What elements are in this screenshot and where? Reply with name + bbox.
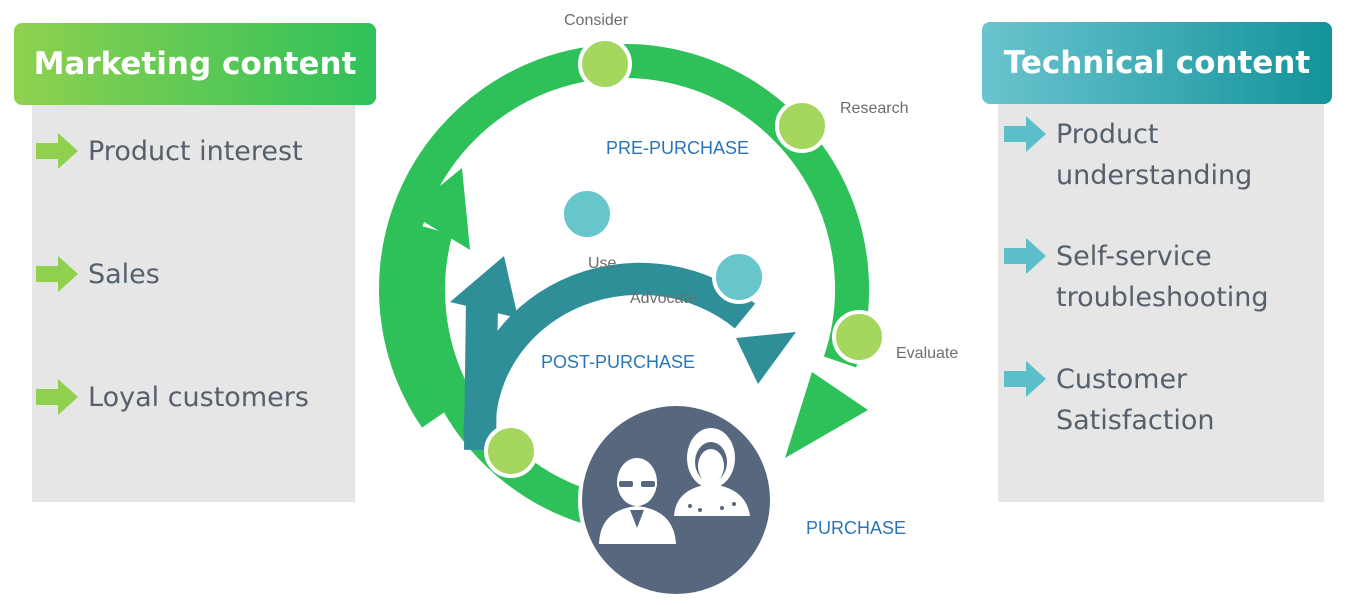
teal-arrow-icon — [1004, 361, 1046, 397]
evaluate-label: Evaluate — [896, 345, 958, 362]
post-purchase-arrowhead — [736, 332, 796, 384]
research-node — [775, 99, 829, 153]
technical-panel — [998, 104, 1324, 502]
evaluate-node — [832, 310, 886, 364]
green-arrow-icon — [36, 133, 78, 169]
post-purchase-label: POST-PURCHASE — [541, 352, 695, 372]
marketing-item-product-interest: Product interest — [36, 131, 303, 172]
post-purchase-left-segment — [464, 299, 498, 451]
green-arrow-icon — [36, 379, 78, 415]
technical-item-label: Product understanding — [1056, 119, 1253, 191]
technical-item-label: Customer Satisfaction — [1056, 364, 1215, 436]
technical-item-self-service: Self-service troubleshooting — [1004, 236, 1314, 318]
pre-purchase-arrowhead — [785, 372, 868, 458]
marketing-item-loyal-customers: Loyal customers — [36, 377, 309, 418]
consider-node — [578, 37, 632, 91]
loop-back-arrowhead — [408, 168, 470, 250]
loop-back-arc — [411, 225, 596, 525]
marketing-item-label: Sales — [88, 259, 160, 290]
consider-label: Consider — [564, 12, 629, 29]
marketing-item-sales: Sales — [36, 254, 160, 295]
marketing-panel — [32, 104, 355, 502]
green-arrow-icon — [36, 256, 78, 292]
use-node — [560, 187, 614, 241]
marketing-item-label: Loyal customers — [88, 382, 309, 413]
marketing-item-label: Product interest — [88, 136, 303, 167]
teal-arrow-icon — [1004, 238, 1046, 274]
advocate-label: Advocate — [630, 290, 697, 307]
customers-icon — [599, 428, 750, 544]
advocate-node — [712, 250, 766, 304]
technical-item-product-understanding: Product understanding — [1004, 114, 1314, 196]
pre-purchase-label: PRE-PURCHASE — [606, 138, 749, 158]
use-label: Use — [588, 255, 617, 272]
technical-content-header: Technical content — [982, 22, 1332, 104]
technical-item-customer-satisfaction: Customer Satisfaction — [1004, 359, 1314, 441]
technical-item-label: Self-service troubleshooting — [1056, 241, 1269, 313]
purchase-label: PURCHASE — [806, 518, 906, 538]
marketing-content-header: Marketing content — [14, 23, 376, 105]
purchase-entry-node — [484, 424, 538, 478]
research-label: Research — [840, 100, 908, 117]
teal-arrow-icon — [1004, 116, 1046, 152]
